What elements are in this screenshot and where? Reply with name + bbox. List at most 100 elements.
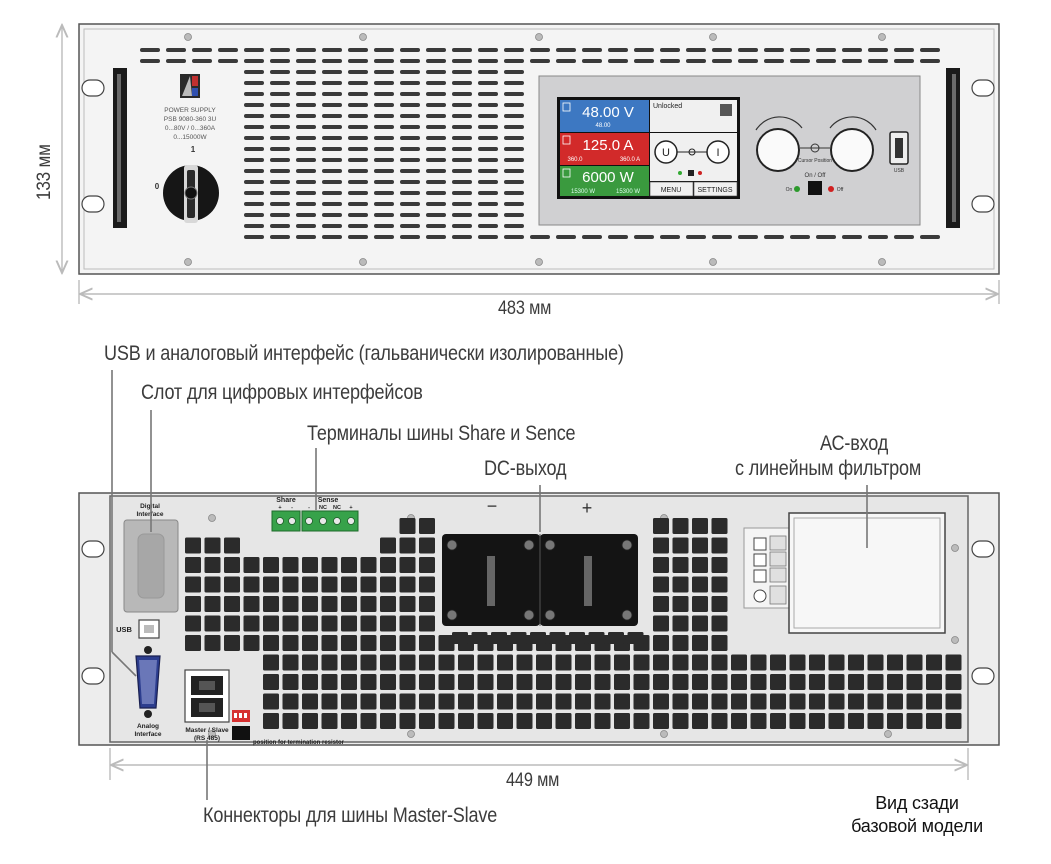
vent-hole	[419, 557, 435, 573]
lock-icon	[720, 104, 732, 116]
vent-slot	[296, 169, 316, 173]
vent-hole	[341, 674, 357, 690]
vent-hole	[575, 713, 591, 729]
vent-hole	[867, 713, 884, 729]
screw	[878, 258, 886, 266]
vent-hole	[419, 615, 435, 632]
vent-hole	[399, 654, 416, 671]
usb-port-rear[interactable]	[138, 619, 160, 639]
vent-hole	[536, 654, 552, 671]
vent-slot	[452, 125, 472, 129]
vent-hole	[360, 693, 377, 710]
vent-slot	[478, 202, 498, 206]
vent-slot	[400, 103, 420, 107]
vent-slot	[478, 169, 498, 173]
vent-slot	[686, 59, 706, 63]
analog-interface-port[interactable]	[135, 646, 161, 718]
terminal-sign: +	[278, 505, 281, 511]
vent-slot	[400, 191, 420, 195]
vent-slot	[452, 213, 472, 217]
vent-hole	[887, 693, 903, 710]
vent-slot	[348, 81, 368, 85]
switch-on-label: 1	[191, 145, 196, 154]
master-slave-annotation: Коннекторы для шины Master-Slave	[203, 804, 498, 827]
vent-slot	[868, 48, 888, 52]
vent-slot	[426, 235, 446, 239]
vent-hole	[926, 674, 942, 690]
dc-output-annotation: DC-выход	[484, 457, 567, 480]
vent-slot	[322, 92, 342, 96]
vent-hole	[750, 693, 767, 710]
mains-switch[interactable]: 1 0	[155, 145, 219, 223]
vent-slot	[816, 59, 836, 63]
vent-slot	[608, 235, 628, 239]
vent-hole	[945, 713, 962, 729]
vent-hole	[672, 693, 689, 710]
vent-slot	[504, 81, 524, 85]
vent-hole	[263, 654, 279, 671]
vent-slot	[270, 70, 290, 74]
vent-hole	[653, 654, 669, 671]
vent-slot	[374, 191, 394, 195]
vent-hole	[789, 713, 806, 729]
vent-hole	[204, 596, 221, 612]
vent-slot	[270, 81, 290, 85]
vent-hole	[711, 654, 728, 671]
terminal-sign: NC	[319, 505, 327, 511]
vent-hole	[321, 635, 338, 651]
vent-hole	[887, 713, 903, 729]
vent-slot	[270, 202, 290, 206]
vent-hole	[399, 635, 416, 651]
screw	[359, 33, 367, 41]
sense-label: Sense	[318, 497, 339, 504]
vent-hole	[477, 713, 494, 729]
vent-slot	[400, 48, 420, 52]
vent-slot	[322, 158, 342, 162]
vent-hole	[653, 635, 669, 651]
cursor-position-label: Cursor Position	[798, 158, 832, 164]
vent-hole	[185, 596, 201, 612]
vent-slot	[322, 103, 342, 107]
vent-slot	[166, 48, 186, 52]
vent-hole	[380, 576, 396, 593]
vent-hole	[692, 557, 708, 573]
vent-slot	[712, 235, 732, 239]
vent-hole	[380, 713, 396, 729]
termination-dip-switch[interactable]	[232, 710, 250, 740]
vent-hole	[419, 635, 435, 651]
vent-slot	[738, 235, 758, 239]
vent-slot	[400, 92, 420, 96]
vent-hole	[633, 693, 650, 710]
vent-hole	[789, 693, 806, 710]
vent-slot	[504, 169, 524, 173]
menu-button[interactable]	[649, 181, 694, 197]
vent-slot	[348, 59, 368, 63]
vent-slot	[270, 92, 290, 96]
dc-output-terminals[interactable]: − +	[442, 496, 638, 626]
vent-hole	[594, 693, 611, 710]
vent-hole	[321, 615, 338, 632]
vent-slot	[530, 59, 550, 63]
current-field	[560, 133, 649, 165]
vent-hole	[516, 693, 533, 710]
vent-hole	[452, 632, 468, 644]
vent-hole	[380, 596, 396, 612]
settings-button[interactable]	[693, 181, 738, 197]
vent-slot	[400, 136, 420, 140]
vent-slot	[296, 103, 316, 107]
vent-slot	[244, 180, 264, 184]
on-off-button[interactable]	[808, 181, 822, 195]
vent-slot	[244, 114, 264, 118]
vent-slot	[374, 180, 394, 184]
vent-slot	[452, 136, 472, 140]
vent-slot	[296, 191, 316, 195]
brand-line-3: 0...80V / 0...360A	[165, 125, 216, 132]
vent-slot	[374, 48, 394, 52]
master-slave-ports[interactable]	[184, 669, 230, 723]
vent-hole	[185, 615, 201, 632]
usb-port-front[interactable]	[889, 131, 909, 165]
status-text: Unlocked	[653, 103, 682, 110]
rotary-knobs[interactable]: Cursor Position	[755, 116, 877, 172]
